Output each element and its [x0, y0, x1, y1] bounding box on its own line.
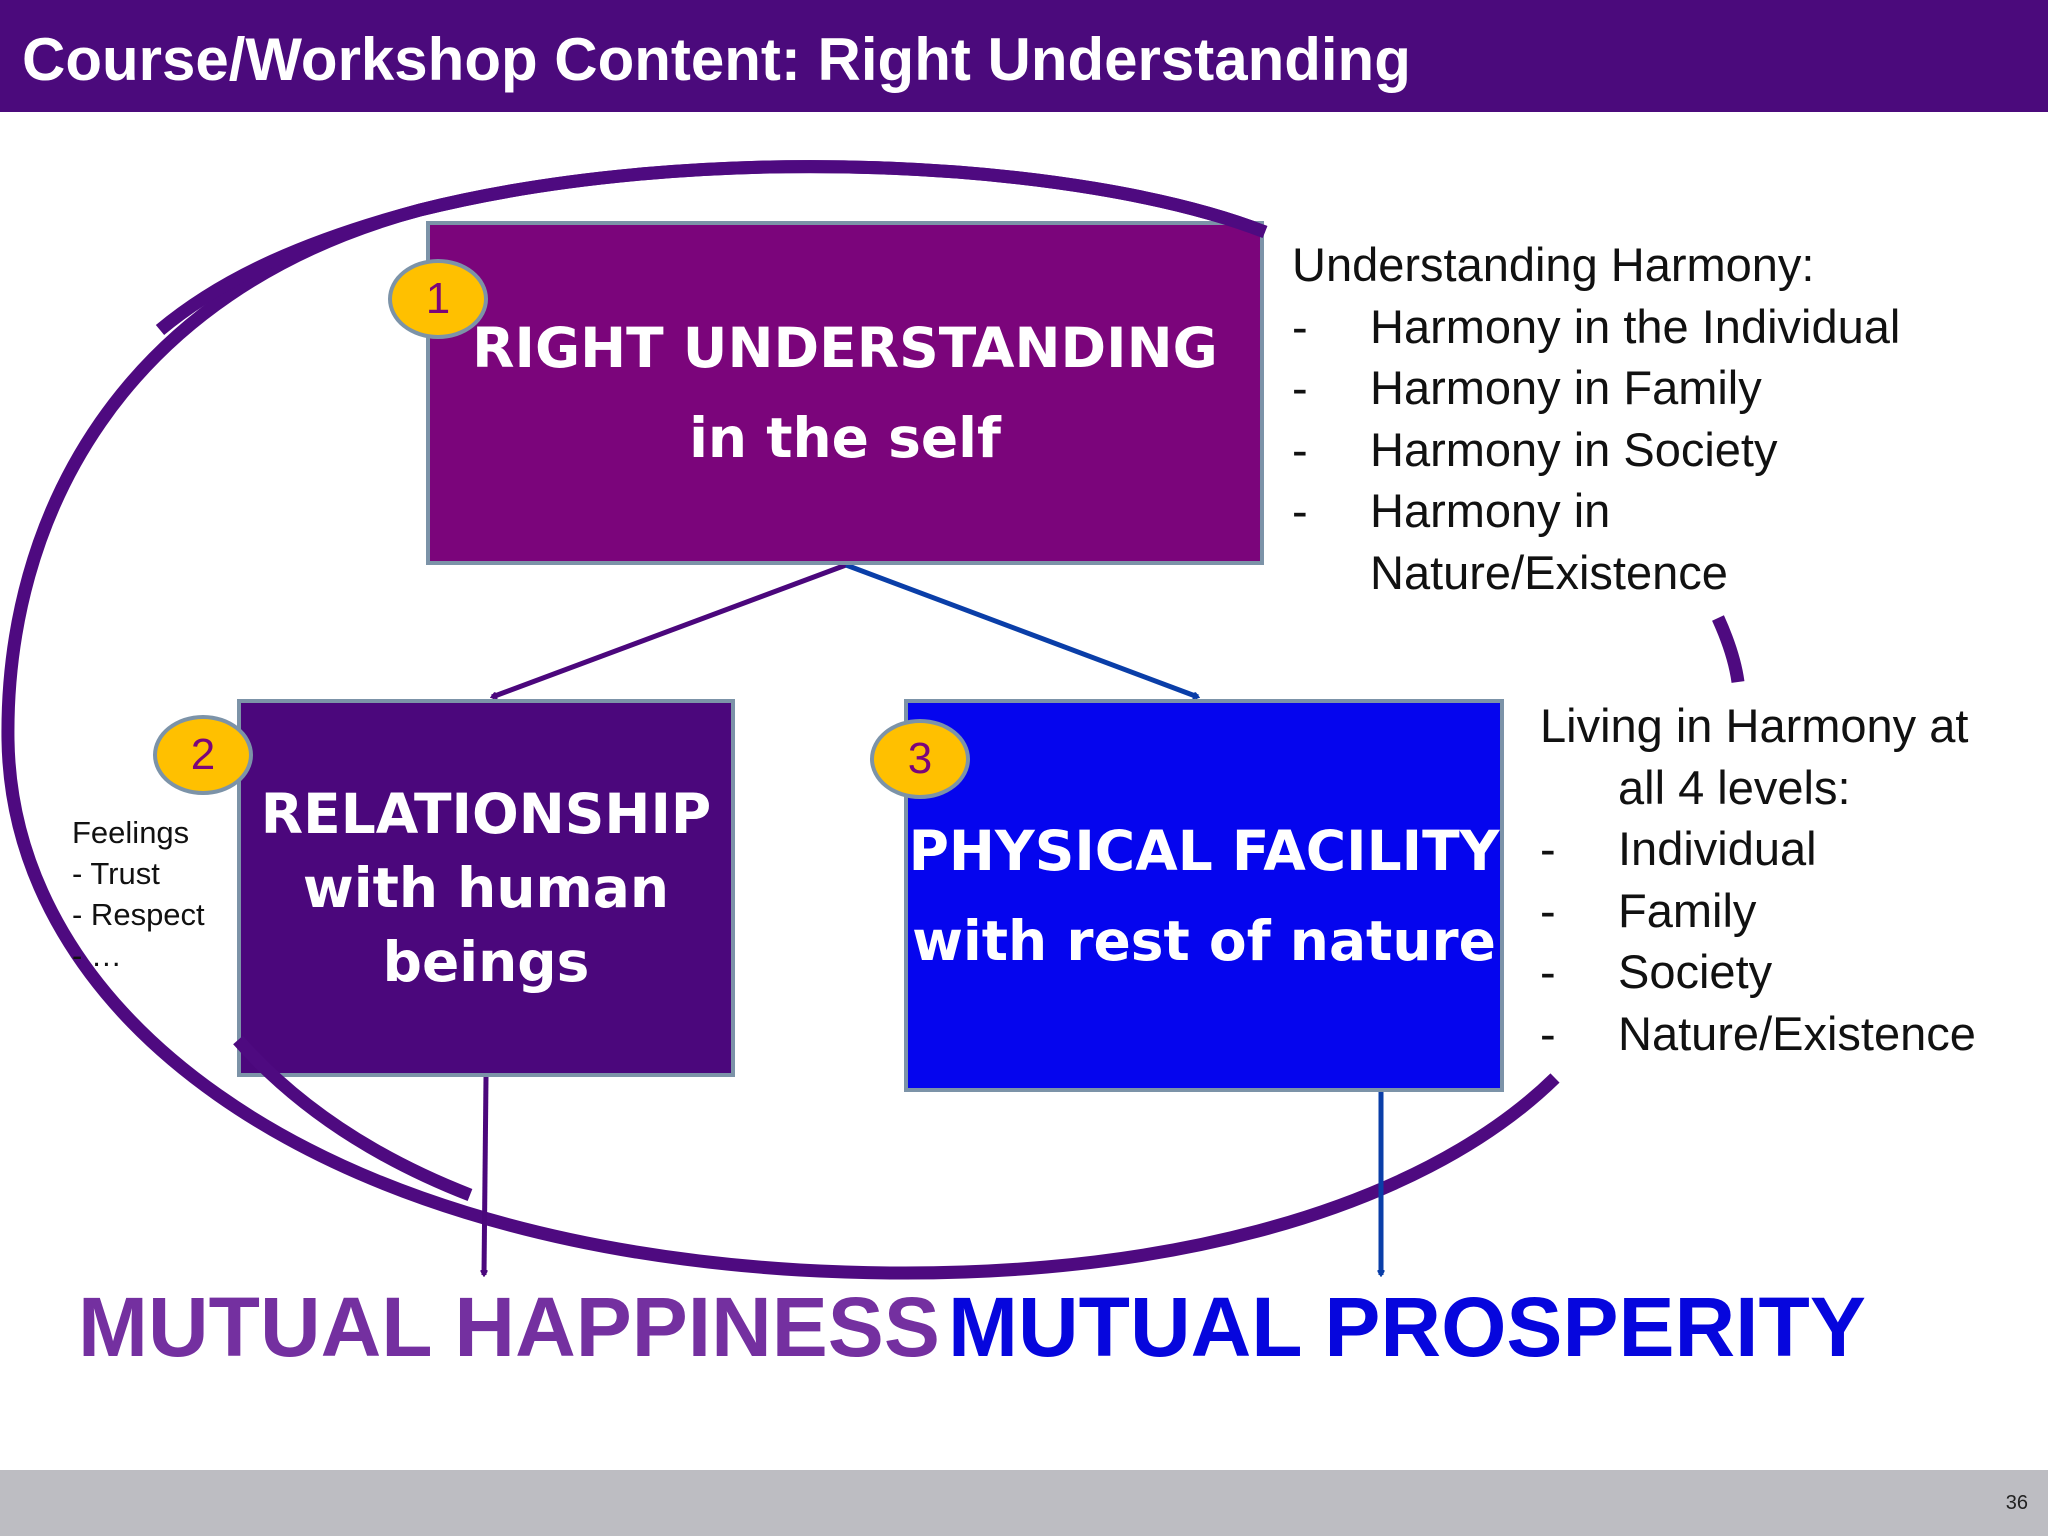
physical-facility-subtitle: with rest of nature [912, 908, 1496, 973]
feelings-note: Feelings - Trust - Respect - … [72, 812, 205, 976]
list-item: -Harmony in Family [1292, 361, 1762, 414]
living-harmony-list: Living in Harmony at all 4 levels: -Indi… [1540, 695, 1976, 1064]
page-number: 36 [2005, 1492, 2028, 1514]
list-item: -Harmony in Society [1292, 422, 1778, 476]
footer-bar: 36 [0, 1470, 2048, 1536]
understanding-harmony-list: Understanding Harmony: -Harmony in the I… [1292, 234, 1900, 603]
arrow-to-physical-facility [845, 562, 1198, 697]
understanding-heading: Understanding Harmony: [1292, 238, 1815, 291]
feelings-item: - Trust [72, 856, 160, 891]
right-understanding-box: RIGHT UNDERSTANDING in the self [426, 221, 1264, 565]
feelings-item: - Respect [72, 897, 205, 932]
relationship-line3: beings [382, 930, 590, 994]
right-understanding-subtitle: in the self [689, 406, 1001, 470]
list-item: -Society [1540, 945, 1773, 998]
arrow-to-relationship [492, 562, 847, 697]
list-item-continuation: Nature/Existence [1370, 545, 1728, 599]
feelings-heading: Feelings [72, 815, 190, 850]
list-item: -Nature/Existence [1540, 1006, 1976, 1060]
physical-facility-box: PHYSICAL FACILITY with rest of nature [904, 699, 1504, 1092]
slide-title: Course/Workshop Content: Right Understan… [22, 26, 1411, 93]
title-bar: Course/Workshop Content: Right Understan… [0, 0, 2048, 112]
feelings-item: - … [72, 938, 122, 973]
step-1-badge: 1 [388, 259, 488, 339]
relationship-line2: with human [302, 856, 670, 920]
list-item: -Harmony in the Individual [1292, 299, 1901, 353]
mutual-prosperity-label: MUTUAL PROSPERITY [948, 1280, 1866, 1374]
living-heading-line1: Living in Harmony at [1540, 699, 1969, 752]
relationship-title: RELATIONSHIP [260, 782, 712, 846]
right-understanding-title: RIGHT UNDERSTANDING [472, 316, 1218, 380]
mutual-happiness-label: MUTUAL HAPPINESS [78, 1280, 940, 1374]
list-item: -Individual [1540, 822, 1817, 875]
list-item: -Family [1540, 883, 1757, 937]
living-heading-line2: all 4 levels: [1618, 760, 1851, 814]
ellipse-fragment [1712, 615, 1745, 683]
arrow-to-happiness [484, 1076, 489, 1275]
step-2-badge: 2 [153, 715, 253, 795]
physical-facility-title: PHYSICAL FACILITY [908, 818, 1500, 883]
list-item: -Harmony in [1292, 484, 1611, 537]
step-3-badge: 3 [870, 719, 970, 799]
relationship-box: RELATIONSHIP with human beings [237, 699, 735, 1077]
